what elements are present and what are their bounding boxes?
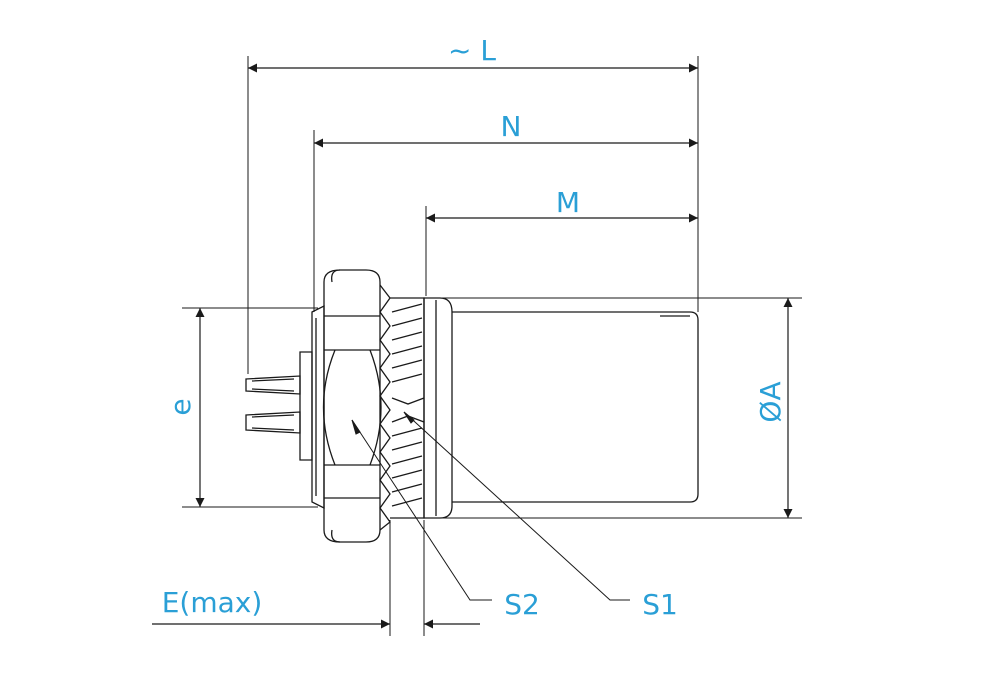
label-S2: S2 (504, 588, 540, 621)
label-e: e (164, 398, 197, 415)
leader-lines (351, 411, 630, 601)
hex-nut (322, 269, 382, 543)
sleeve (452, 311, 699, 503)
connector-body (245, 269, 699, 543)
dimension-lines (152, 63, 793, 629)
label-E: E(max) (162, 586, 263, 619)
leader-S2 (351, 419, 492, 601)
label-M: M (556, 186, 580, 219)
dimension-labels: ~ L N M ØA e E(max) S2 S1 (162, 34, 787, 621)
lock-washer (379, 284, 391, 531)
label-A: ØA (754, 381, 787, 422)
flange (311, 304, 325, 510)
label-N: N (501, 110, 522, 143)
leader-S1 (403, 411, 630, 601)
front-collar (423, 297, 453, 519)
solder-pins (245, 351, 313, 461)
label-L: ~ L (448, 34, 496, 67)
label-S1: S1 (642, 588, 678, 621)
extension-lines (182, 56, 802, 636)
